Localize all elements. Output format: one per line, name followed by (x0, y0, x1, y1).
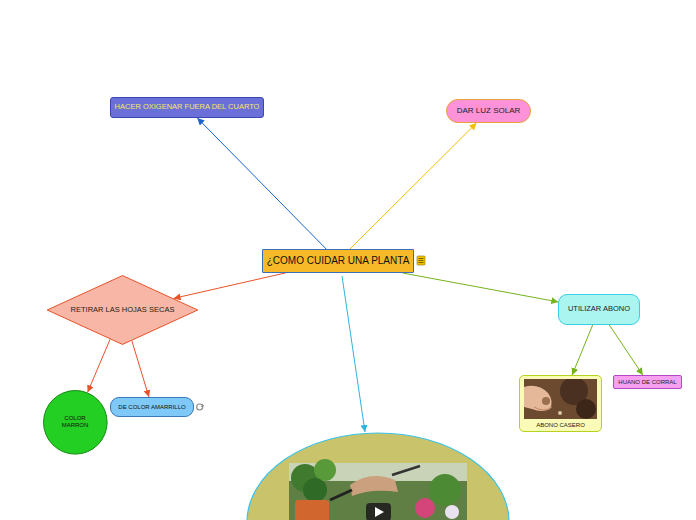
circle-node: COLOR MARRON (43, 390, 108, 455)
topic-box: ¿COMO CUIDAR UNA PLANTA (262, 249, 415, 273)
decision-diamond: RETIRAR LAS HOJAS SECAS (46, 275, 199, 345)
connector-line (342, 276, 365, 432)
notes-icon (417, 256, 425, 265)
circle-shape (43, 390, 107, 454)
node-label: RETIRAR LAS HOJAS SECAS (71, 306, 175, 315)
node-label: UTILIZAR ABONO (568, 305, 630, 314)
node-label: HUANO DE CORRAL (618, 379, 676, 386)
node-label: DE COLOR AMARRILLO (118, 404, 185, 411)
connector-arrow (197, 118, 326, 249)
node-label: HACER OXIGENAR FUERA DEL CUARTO (115, 103, 260, 112)
connector-arrow (572, 325, 592, 375)
process-box: HACER OXIGENAR FUERA DEL CUARTO (110, 97, 265, 118)
node-label: COLOR MARRON (53, 415, 97, 429)
process-box: UTILIZAR ABONO (558, 294, 639, 325)
connector-arrow (350, 123, 476, 249)
connector-arrow (132, 341, 149, 397)
connector-arrow (403, 273, 559, 302)
connector-arrow (609, 325, 642, 375)
process-box: DAR LUZ SOLAR (446, 99, 531, 123)
process-box: DE COLOR AMARRILLO (110, 397, 193, 417)
node-label: ¿COMO CUIDAR UNA PLANTA (267, 255, 410, 267)
node-label: ABONO CASERO (536, 422, 585, 429)
node-label: DAR LUZ SOLAR (457, 106, 521, 115)
connector-arrow (174, 273, 286, 298)
compost-photo (524, 379, 597, 419)
process-box: HUANO DE CORRAL (613, 375, 681, 389)
diamond-shape (47, 276, 198, 345)
video-thumbnail (289, 459, 467, 520)
link-icon (197, 404, 204, 410)
image-box: ABONO CASERO (519, 375, 602, 432)
video-ellipse (247, 433, 509, 520)
connector-arrow (88, 339, 110, 392)
